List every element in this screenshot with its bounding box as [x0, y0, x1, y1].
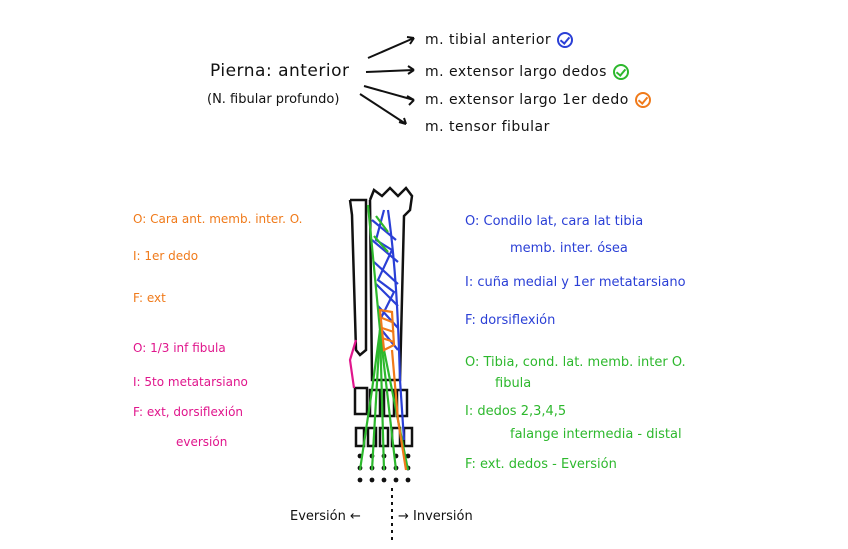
inversion-label: → Inversión [398, 510, 473, 523]
fibula-bone [350, 200, 366, 355]
check-icon [613, 64, 629, 80]
green-insertion: I: dedos 2,3,4,5 [465, 405, 566, 418]
region-title: Pierna: anterior [210, 63, 350, 80]
arrow-4 [360, 94, 406, 124]
pink-origin: O: 1/3 inf fibula [133, 342, 226, 354]
green-origin: O: Tibia, cond. lat. memb. inter O. [465, 356, 686, 369]
muscle-label: m. extensor largo 1er dedo [425, 92, 629, 108]
eversion-label: Eversión ← [290, 510, 361, 523]
arrow-3 [364, 86, 414, 100]
muscle-label: m. extensor largo dedos [425, 64, 607, 80]
pink-function: F: ext, dorsiflexión [133, 406, 243, 418]
muscle-item-1: m. tibial anterior [425, 32, 573, 48]
metatarsal-5 [404, 428, 412, 446]
arrow-1 [368, 38, 414, 58]
orange-origin: O: Cara ant. memb. inter. O. [133, 213, 303, 225]
title-arrows [360, 37, 414, 124]
tarsal-1 [355, 388, 367, 414]
check-icon [635, 92, 651, 108]
blue-origin-2: memb. inter. ósea [510, 242, 628, 255]
muscle-label: m. tibial anterior [425, 32, 551, 48]
green-origin-2: fibula [495, 377, 531, 390]
nerve-subtitle: (N. fibular profundo) [207, 93, 339, 106]
blue-function: F: dorsiflexión [465, 314, 555, 327]
muscle-item-2: m. extensor largo dedos [425, 64, 629, 80]
muscle-item-3: m. extensor largo 1er dedo [425, 92, 651, 108]
pink-insertion: I: 5to metatarsiano [133, 376, 248, 388]
arrow-2 [366, 70, 414, 72]
green-function: F: ext. dedos - Eversión [465, 458, 617, 471]
pink-function-2: eversión [176, 436, 227, 448]
metatarsal-1 [356, 428, 364, 446]
orange-insertion: I: 1er dedo [133, 250, 198, 262]
muscle-item-4: m. tensor fibular [425, 120, 550, 134]
orange-function: F: ext [133, 292, 166, 304]
green-insertion-2: falange intermedia - distal [510, 428, 682, 441]
blue-origin: O: Condilo lat, cara lat tibia [465, 215, 643, 228]
check-icon [557, 32, 573, 48]
blue-insertion: I: cuña medial y 1er metatarsiano [465, 276, 686, 289]
